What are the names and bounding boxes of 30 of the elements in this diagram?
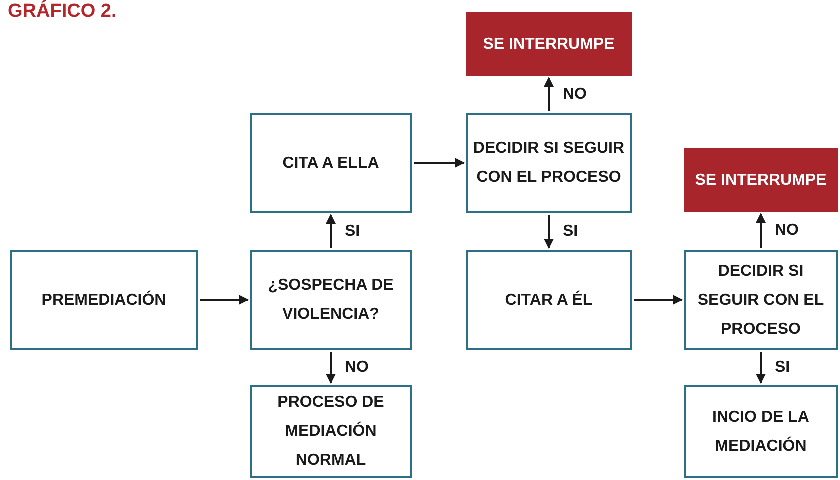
- node-text: CITAR A ÉL: [504, 290, 594, 310]
- process-box: [684, 250, 838, 350]
- node-text: ¿SOSPECHA DE VIOLENCIA?: [267, 276, 395, 325]
- node-text: PREMEDIACIÓN: [40, 290, 168, 310]
- process-box: [250, 113, 412, 213]
- process-box: [10, 250, 198, 350]
- arrow: [756, 213, 766, 248]
- figure-title: GRÁFICO 2.: [8, 0, 118, 24]
- node-text: DECIDIR SI SEGUIR CON EL PROCESO: [696, 262, 826, 340]
- process-box: [466, 113, 632, 213]
- terminal-box: [684, 148, 838, 212]
- process-box: [466, 250, 632, 350]
- arrow: [634, 295, 683, 305]
- node-text: SE INTERRUMPE: [694, 170, 828, 190]
- arrow: [544, 215, 554, 249]
- node-text: DECIDIR SI SEGUIR CON EL PROCESO: [472, 139, 626, 188]
- node-text: SE INTERRUMPE: [482, 34, 616, 54]
- arrow: [544, 77, 554, 111]
- arrow: [756, 352, 766, 384]
- process-box: [250, 250, 412, 350]
- arrow: [326, 214, 336, 248]
- node-text: PROCESO DE MEDIACIÓN NORMAL: [276, 393, 386, 471]
- process-box: [250, 385, 412, 478]
- arrow: [200, 295, 249, 305]
- node-text: INCIO DE LA MEDIACIÓN: [712, 408, 810, 456]
- arrow: [414, 158, 465, 168]
- node-text: CITA A ELLA: [282, 154, 380, 174]
- terminal-box: [466, 12, 632, 76]
- process-box: [684, 385, 838, 478]
- arrow: [326, 352, 336, 384]
